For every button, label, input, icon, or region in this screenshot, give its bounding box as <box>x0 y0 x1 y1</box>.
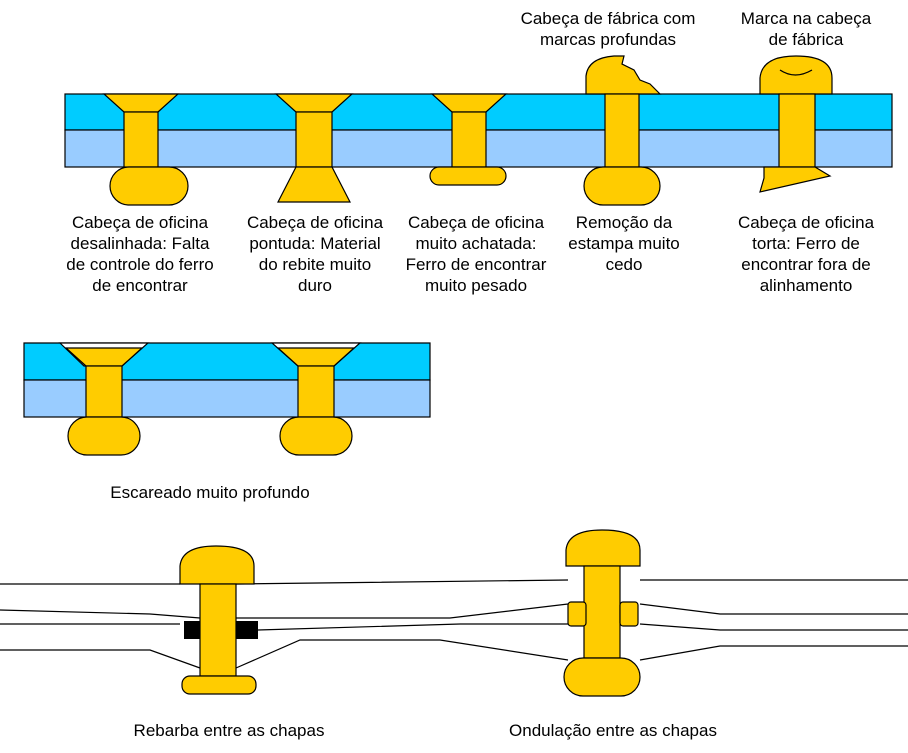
label-defect-flattened: Cabeça de oficina muito achatada: Ferro … <box>405 213 547 295</box>
rivet-wave <box>563 529 641 697</box>
rivet-pointed-head <box>274 93 354 203</box>
rivet-flattened-head <box>429 93 508 186</box>
rivet-shop-head <box>759 166 832 193</box>
rivet-shop-head <box>109 166 189 206</box>
bottom-sheet-lines <box>0 579 908 669</box>
rivet-shank <box>604 93 640 168</box>
rivet-shank <box>297 365 335 418</box>
rivet-factory-head <box>179 545 255 585</box>
label-defect-stamp-removed: Remoção da estampa muito cedo <box>568 213 680 274</box>
rivet-shank <box>583 565 621 659</box>
label-countersink-deep: Escareado muito profundo <box>110 483 310 502</box>
bulge-left <box>567 601 587 627</box>
factory-head-mark <box>779 69 813 76</box>
rivet-deep-marks <box>583 55 662 206</box>
rivet-factory-head <box>565 529 641 567</box>
rivet-shop-head <box>279 416 353 456</box>
label-wave-between-sheets: Ondulação entre as chapas <box>509 721 717 740</box>
label-top-head-mark: Marca na cabeça de fábrica <box>740 9 872 49</box>
rivet-shank <box>85 365 123 418</box>
rivet-shank <box>199 583 237 677</box>
rivet-shop-head <box>277 166 351 203</box>
sheet-line <box>0 579 908 585</box>
countersink-sheet-lower <box>23 379 431 418</box>
rivet-shank <box>295 111 333 168</box>
rivet-shop-head <box>583 166 661 206</box>
rivet-twisted-head <box>759 55 833 193</box>
label-defect-pointed: Cabeça de oficina pontuda: Material do r… <box>246 213 384 295</box>
sheet-line <box>0 603 908 619</box>
rivet-deep-countersink-1 <box>64 347 144 456</box>
burr-left <box>184 621 200 639</box>
rivet-shop-head <box>67 416 141 456</box>
rivet-shop-head <box>429 166 507 186</box>
bulge-right <box>619 601 639 627</box>
sheet-line <box>0 623 908 631</box>
rivet-shank <box>123 111 159 168</box>
label-top-head-deep-marks: Cabeça de fábrica com marcas profundas <box>520 9 696 49</box>
rivet-deep-countersink-2 <box>276 347 356 456</box>
sheet-line <box>0 639 908 669</box>
rivet-misaligned-head <box>102 93 189 206</box>
rivet-burr <box>179 545 258 695</box>
label-defect-twisted: Cabeça de oficina torta: Ferro de encont… <box>737 213 875 295</box>
rivet-shank <box>451 111 487 168</box>
label-burr-between-sheets: Rebarba entre as chapas <box>133 721 325 740</box>
rivet-factory-head-damaged <box>585 55 662 95</box>
rivet-shop-head <box>563 657 641 697</box>
rivet-shop-head <box>181 675 257 695</box>
rivet-shank <box>778 93 816 168</box>
label-defect-misaligned: Cabeça de oficina desalinhada: Falta de … <box>66 213 214 295</box>
burr-right <box>236 621 258 639</box>
